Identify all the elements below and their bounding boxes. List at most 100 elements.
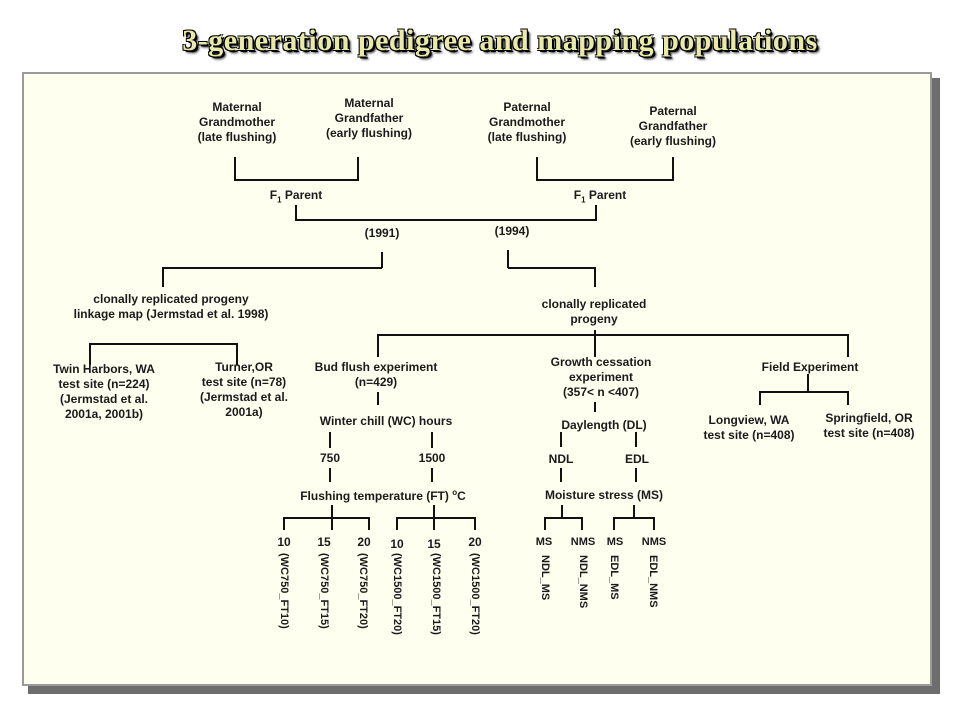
node-line: test site (n=408) <box>703 428 795 442</box>
diagram-panel <box>22 72 932 686</box>
bud-flush-node: Bud flush experiment (n=429) <box>315 360 438 390</box>
ft1500-bracket <box>396 517 476 530</box>
leaf-edl-nms: EDL_NMS <box>647 555 659 608</box>
paternal-grandfather-node: Paternal Grandfather (early flushing) <box>630 104 716 149</box>
node-line: (early flushing) <box>629 134 717 148</box>
paternal-grandmother-node: Paternal Grandmother (late flushing) <box>488 100 567 145</box>
nms-a: NMS <box>570 536 596 548</box>
crp-linkage-node: clonally replicated progeny linkage map … <box>74 292 269 322</box>
f1-prefix: F <box>573 188 582 202</box>
node-line: Paternal <box>649 104 697 118</box>
f1-prefix: F <box>269 188 278 202</box>
leaf-wc750-ft15: (WC750_FT15) <box>318 553 330 629</box>
moisture-stress-node: Moisture stress (MS) <box>544 488 664 502</box>
f1-subscript: 1 <box>277 195 282 205</box>
ft750-bracket <box>283 517 370 530</box>
temp-15-b: 15 <box>427 537 441 551</box>
node-line: test site (n=78) <box>201 375 287 389</box>
node-line: (early flushing) <box>325 126 413 140</box>
node-line: progeny <box>570 312 618 326</box>
node-line: clonally replicated <box>541 297 647 311</box>
leaf-ndl-ms: NDL_MS <box>539 555 551 601</box>
wc-1500-node: 1500 <box>418 451 446 465</box>
node-line: linkage map (Jermstad et al. 1998) <box>73 307 269 321</box>
maternal-grandmother-node: Maternal Grandmother (late flushing) <box>198 100 277 145</box>
node-line: Paternal <box>503 100 551 114</box>
ms-b: MS <box>606 536 624 548</box>
f1-parent-maternal: F1 Parent <box>270 188 322 207</box>
ft-unit: C <box>457 489 466 503</box>
node-line: Bud flush experiment <box>314 360 438 374</box>
node-line: Turner,OR <box>215 360 273 374</box>
winter-chill-node: Winter chill (WC) hours <box>319 414 453 428</box>
longview-node: Longview, WA test site (n=408) <box>703 413 794 443</box>
node-line: Grandmother <box>198 115 276 129</box>
node-line: Maternal <box>212 100 262 114</box>
flushing-temperature-node: Flushing temperature (FT) oC <box>300 485 466 504</box>
ms-a: MS <box>535 536 553 548</box>
node-line: Twin Harbors, WA <box>53 362 155 376</box>
node-line: Grandfather <box>638 119 708 133</box>
node-line: Grandfather <box>334 111 404 125</box>
year-1994: (1994) <box>494 224 530 238</box>
temp-10-b: 10 <box>390 537 404 551</box>
f1-parent-paternal: F1 Parent <box>574 188 626 207</box>
node-line: (late flushing) <box>487 130 567 144</box>
linkage-sites-bracket <box>89 343 238 365</box>
node-line: Longview, WA <box>708 413 790 427</box>
f1-suffix: Parent <box>281 188 323 202</box>
year-1991: (1991) <box>364 226 400 240</box>
ft-label: Flushing temperature (FT) <box>300 489 453 503</box>
f1-suffix: Parent <box>585 188 627 202</box>
ndl-ms-bracket <box>544 517 583 530</box>
maternal-grandfather-node: Maternal Grandfather (early flushing) <box>326 96 412 141</box>
page-title: 3-generation pedigree and mapping popula… <box>182 24 818 57</box>
leaf-wc1500-ft15: (WC1500_FT15) <box>430 553 442 635</box>
node-line: test site (n=408) <box>823 426 915 440</box>
ft-degree: o <box>452 488 458 497</box>
daylength-node: Daylength (DL) <box>561 418 647 432</box>
paternal-grandparents-bracket <box>536 157 674 181</box>
leaf-wc750-ft20: (WC750_FT20) <box>357 553 369 629</box>
f1-subscript: 1 <box>581 195 586 205</box>
twin-harbors-node: Twin Harbors, WA test site (n=224) (Jerm… <box>53 362 155 422</box>
edl-node: EDL <box>625 452 649 466</box>
leaf-wc1500-ft20-a: (WC1500_FT20) <box>391 553 403 635</box>
ndl-node: NDL <box>548 452 574 466</box>
edl-ms-bracket <box>613 517 655 530</box>
node-line: (late flushing) <box>197 130 277 144</box>
leaf-wc1500-ft20-b: (WC1500_FT20) <box>469 553 481 635</box>
maternal-grandparents-bracket <box>234 157 359 181</box>
leaf-ndl-nms: NDL_NMS <box>577 555 589 609</box>
node-line: 2001a) <box>225 405 263 419</box>
field-experiment-node: Field Experiment <box>761 360 859 374</box>
node-line: (Jermstad et al. <box>199 390 289 404</box>
node-line: (Jermstad et al. <box>59 392 149 406</box>
node-line: clonally replicated progeny <box>93 292 249 306</box>
wc-750-node: 750 <box>319 451 341 465</box>
progeny-1991-bracket <box>162 267 382 287</box>
leaf-edl-ms: EDL_MS <box>608 555 620 600</box>
springfield-node: Springfield, OR test site (n=408) <box>823 411 914 441</box>
node-line: Growth cessation <box>550 355 652 369</box>
leaf-wc750-ft10: (WC750_FT10) <box>278 553 290 629</box>
temp-15-a: 15 <box>317 535 331 549</box>
f1-cross-bracket <box>295 205 597 221</box>
experiments-bracket <box>377 334 849 357</box>
nms-b: NMS <box>641 536 667 548</box>
temp-20-b: 20 <box>468 535 482 549</box>
node-line: Springfield, OR <box>825 411 913 425</box>
crp-experiments-node: clonally replicated progeny <box>542 297 647 327</box>
node-line: experiment <box>568 370 634 384</box>
node-line: (n=429) <box>354 375 398 389</box>
node-line: 2001a, 2001b) <box>64 407 144 421</box>
field-bracket <box>759 391 849 405</box>
turner-node: Turner,OR test site (n=78) (Jermstad et … <box>200 360 288 420</box>
node-line: test site (n=224) <box>58 377 150 391</box>
node-line: (357< n <407) <box>562 385 640 399</box>
node-line: Maternal <box>344 96 394 110</box>
node-line: Grandmother <box>488 115 566 129</box>
progeny-1994-bracket <box>508 267 596 287</box>
temp-10-a: 10 <box>277 535 291 549</box>
